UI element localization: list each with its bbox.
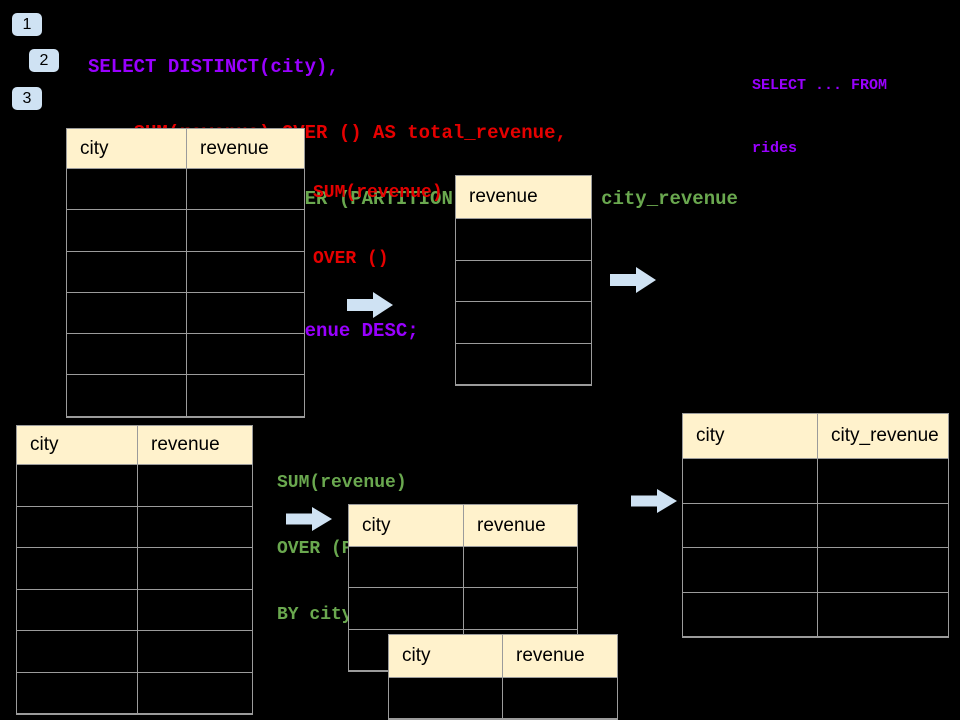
empty-table-cell <box>464 588 577 630</box>
step-badge-3: 3 <box>12 87 42 110</box>
table-revenue-only: revenue <box>455 175 592 386</box>
column-header-revenue: revenue <box>469 186 538 207</box>
table-header-row: city city_revenue <box>683 414 948 459</box>
empty-table-cell <box>456 219 591 261</box>
empty-table-cell <box>138 548 252 590</box>
column-header-revenue: revenue <box>151 434 220 455</box>
column-header-revenue: revenue <box>477 514 546 536</box>
empty-table-cell <box>67 292 187 335</box>
empty-table-cell <box>17 672 138 714</box>
side-note-line: rides <box>752 140 798 157</box>
column-header-city: city <box>683 414 818 458</box>
empty-table-cell <box>818 548 948 593</box>
table-header-row: city revenue <box>389 635 617 678</box>
step-badge-2: 2 <box>29 49 59 72</box>
empty-table-cell <box>138 465 252 507</box>
empty-table-cell <box>138 590 252 631</box>
empty-table-cell <box>187 375 304 417</box>
sql-line-select: SELECT DISTINCT(city), <box>88 56 339 78</box>
annotation-line: SUM(revenue) <box>313 183 443 203</box>
empty-table-cell <box>187 293 304 335</box>
flow-arrow-icon <box>631 489 677 513</box>
empty-table-cell <box>138 507 252 548</box>
empty-table-cell <box>349 547 464 589</box>
empty-table-cell <box>683 548 818 593</box>
empty-table-cell <box>683 459 818 504</box>
empty-table-cell <box>818 593 948 637</box>
empty-table-cell <box>464 547 577 589</box>
table-body <box>683 459 948 637</box>
empty-table-cell <box>683 592 818 637</box>
flow-arrow-icon <box>610 267 656 293</box>
empty-table-cell <box>503 678 617 719</box>
column-header-city: city <box>349 505 464 546</box>
empty-table-cell <box>683 503 818 548</box>
table-body <box>456 219 591 385</box>
table-header-row: city revenue <box>17 426 252 465</box>
empty-table-cell <box>818 459 948 504</box>
column-header-revenue: revenue <box>200 137 269 159</box>
empty-table-cell <box>389 678 503 719</box>
table-body <box>67 169 304 417</box>
empty-table-cell <box>456 344 591 385</box>
annotation-line: OVER () <box>313 249 389 269</box>
table-partition-front: city revenue <box>388 634 618 720</box>
table-source-top: city revenue <box>66 128 305 418</box>
empty-table-cell <box>138 631 252 673</box>
column-header-city: city <box>17 426 138 464</box>
empty-table-cell <box>67 169 187 211</box>
column-header-city: city <box>389 635 503 677</box>
step-badge-1: 1 <box>12 13 42 36</box>
annotation-line: SUM(revenue) <box>277 473 407 493</box>
empty-table-cell <box>17 548 138 590</box>
column-header-city-revenue: city_revenue <box>831 425 939 446</box>
empty-table-cell <box>187 210 304 252</box>
table-body <box>389 678 617 719</box>
empty-table-cell <box>818 504 948 548</box>
empty-table-cell <box>138 673 252 714</box>
empty-table-cell <box>67 251 187 293</box>
empty-table-cell <box>456 261 591 302</box>
annotation-total-revenue: SUM(revenue) OVER () <box>313 138 443 292</box>
empty-table-cell <box>67 375 187 417</box>
table-body <box>17 465 252 714</box>
flow-arrow-icon <box>286 507 332 531</box>
empty-table-cell <box>456 302 591 344</box>
empty-table-cell <box>17 465 138 507</box>
table-header-row: city revenue <box>67 129 304 169</box>
empty-table-cell <box>349 588 464 630</box>
empty-table-cell <box>17 506 138 548</box>
empty-table-cell <box>67 210 187 252</box>
table-result-right: city city_revenue <box>682 413 949 638</box>
side-note: SELECT ... FROM rides <box>752 33 887 180</box>
empty-table-cell <box>187 334 304 376</box>
side-note-line: SELECT ... FROM <box>752 77 888 94</box>
column-header-city: city <box>67 129 187 168</box>
empty-table-cell <box>67 334 187 376</box>
table-header-row: revenue <box>456 176 591 219</box>
empty-table-cell <box>17 631 138 673</box>
column-header-revenue: revenue <box>516 645 585 666</box>
empty-table-cell <box>187 169 304 211</box>
flow-arrow-icon <box>347 292 393 318</box>
empty-table-cell <box>187 252 304 293</box>
table-source-bottom: city revenue <box>16 425 253 715</box>
table-header-row: city revenue <box>349 505 577 547</box>
empty-table-cell <box>17 589 138 631</box>
